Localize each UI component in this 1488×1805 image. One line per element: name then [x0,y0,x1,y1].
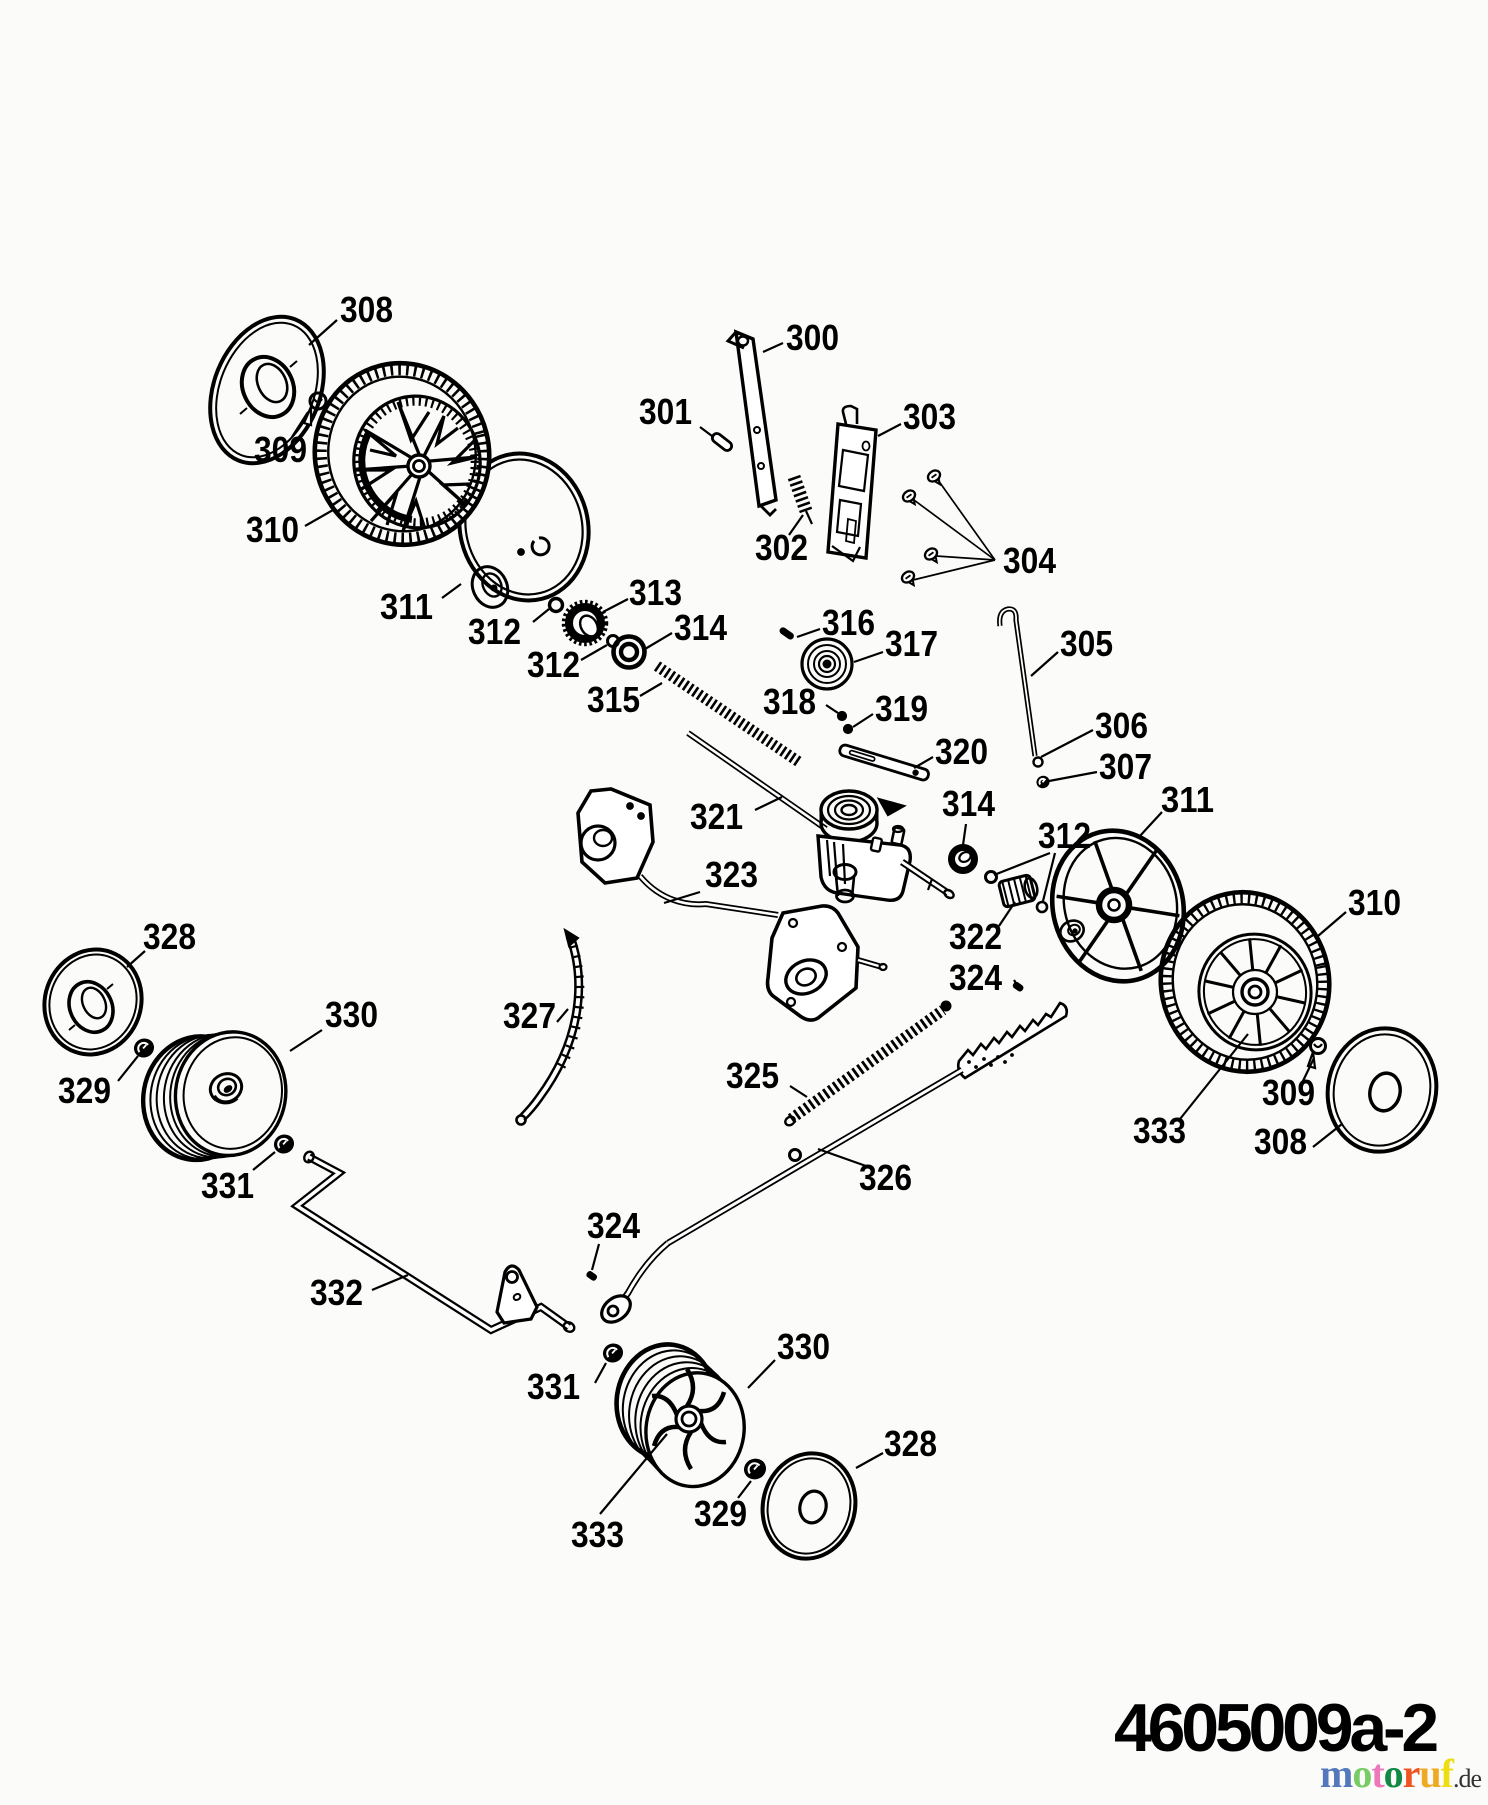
svg-text:325: 325 [726,1055,779,1096]
svg-text:332: 332 [310,1272,363,1313]
svg-text:324: 324 [587,1205,640,1246]
svg-text:328: 328 [884,1423,937,1464]
svg-text:333: 333 [1133,1110,1186,1151]
svg-text:motoruf.de: motoruf.de [1320,1751,1482,1796]
svg-text:323: 323 [705,854,758,895]
svg-text:319: 319 [875,688,928,729]
svg-text:308: 308 [1254,1121,1307,1162]
svg-text:324: 324 [949,957,1002,998]
svg-text:333: 333 [571,1514,624,1555]
svg-text:330: 330 [325,994,378,1035]
svg-text:318: 318 [763,681,816,722]
svg-text:300: 300 [786,317,839,358]
svg-text:309: 309 [1262,1072,1315,1113]
svg-text:311: 311 [1161,779,1214,820]
svg-text:306: 306 [1095,705,1148,746]
svg-text:303: 303 [903,396,956,437]
svg-text:322: 322 [949,916,1002,957]
svg-text:328: 328 [143,916,196,957]
svg-text:304: 304 [1003,540,1056,581]
svg-text:315: 315 [587,679,640,720]
svg-text:312: 312 [1038,815,1091,856]
svg-text:314: 314 [674,607,727,648]
svg-text:327: 327 [503,995,556,1036]
svg-text:320: 320 [935,731,988,772]
svg-text:314: 314 [942,783,995,824]
svg-text:329: 329 [58,1070,111,1111]
svg-text:311: 311 [380,586,433,627]
svg-text:312: 312 [468,611,521,652]
svg-text:316: 316 [822,602,875,643]
svg-text:321: 321 [690,796,743,837]
svg-text:309: 309 [254,429,307,470]
svg-text:331: 331 [201,1165,254,1206]
svg-text:310: 310 [246,509,299,550]
svg-text:4605009a-2: 4605009a-2 [1114,1690,1437,1766]
svg-text:312: 312 [527,644,580,685]
svg-text:310: 310 [1348,882,1401,923]
svg-text:317: 317 [885,623,938,664]
svg-text:331: 331 [527,1366,580,1407]
svg-text:307: 307 [1099,746,1152,787]
svg-text:330: 330 [777,1326,830,1367]
svg-text:313: 313 [629,572,682,613]
svg-text:329: 329 [694,1493,747,1534]
svg-text:326: 326 [859,1157,912,1198]
svg-text:302: 302 [755,527,808,568]
svg-text:308: 308 [340,289,393,330]
svg-text:305: 305 [1060,623,1113,664]
svg-text:301: 301 [639,391,692,432]
